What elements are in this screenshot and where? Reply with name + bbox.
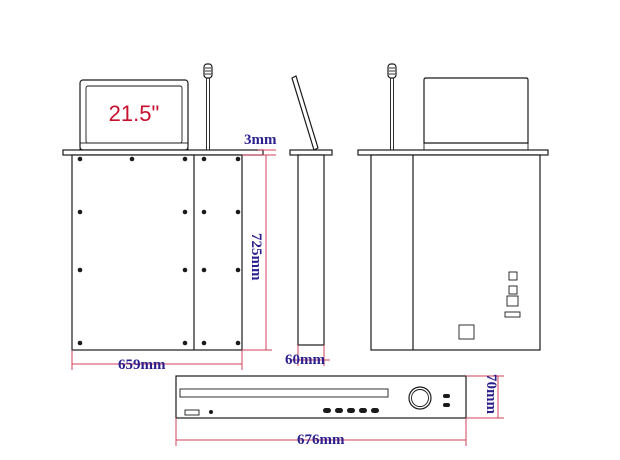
rear-view bbox=[357, 63, 549, 351]
dim-host-width-line bbox=[175, 418, 467, 446]
screen-size-label: 21.5" bbox=[109, 101, 160, 126]
rear-monitor-bezel bbox=[423, 142, 529, 151]
dim-width-line bbox=[71, 350, 243, 370]
microphone-icon bbox=[203, 63, 213, 150]
host-button-row bbox=[323, 408, 379, 413]
dim-host-width-label: 676mm bbox=[297, 432, 345, 448]
side-monitor bbox=[291, 75, 319, 151]
side-view: 60mm bbox=[285, 75, 333, 368]
side-cabinet bbox=[297, 154, 325, 346]
dim-host-height-line bbox=[466, 375, 504, 419]
host-side-button-2 bbox=[443, 403, 450, 407]
side-top-panel bbox=[289, 149, 333, 156]
dim-depth-label: 60mm bbox=[285, 352, 325, 368]
dim-height-label: 725mm bbox=[248, 233, 264, 281]
rear-microphone-icon bbox=[387, 63, 397, 150]
dim-width-label: 659mm bbox=[118, 357, 166, 373]
host-unit-view: 70mm 676mm bbox=[175, 374, 504, 448]
host-indicator-dot bbox=[209, 410, 213, 414]
cabinet-screws bbox=[77, 156, 241, 346]
top-panel bbox=[62, 149, 264, 156]
rear-power-socket bbox=[458, 324, 475, 340]
rear-top-panel bbox=[357, 149, 549, 156]
host-volume-knob-inner bbox=[411, 389, 429, 407]
host-side-button-1 bbox=[443, 394, 450, 398]
host-disc-slot bbox=[179, 388, 389, 398]
dim-host-height-label: 70mm bbox=[483, 374, 499, 414]
rear-connector-ports bbox=[504, 271, 521, 318]
dim-thickness-label: 3mm bbox=[244, 132, 277, 148]
host-volume-knob bbox=[408, 386, 432, 410]
front-view: 21.5" bbox=[62, 63, 277, 373]
dim-height-line bbox=[242, 154, 272, 351]
rear-cabinet bbox=[370, 154, 541, 351]
dim-depth-line bbox=[290, 345, 330, 366]
rear-monitor bbox=[423, 77, 529, 144]
cabinet-body bbox=[71, 154, 243, 351]
host-usb-port bbox=[184, 409, 200, 416]
